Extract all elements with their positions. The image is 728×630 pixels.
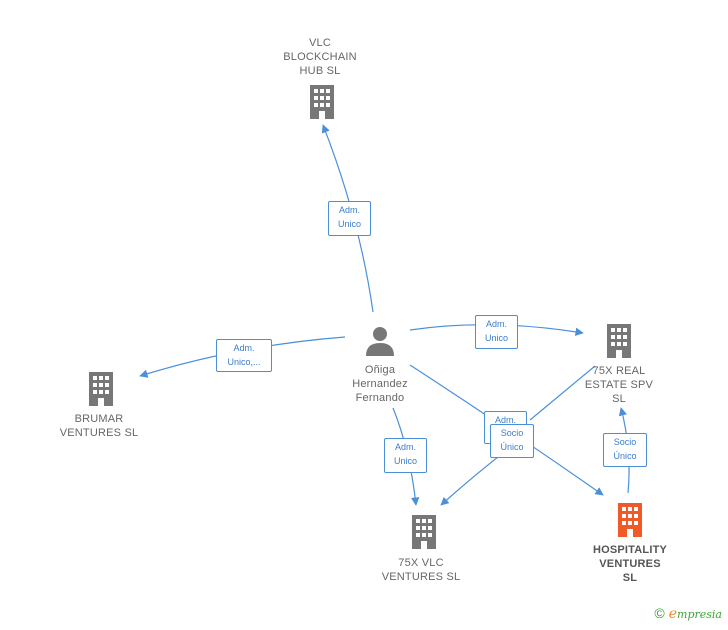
edge-label-to-vlc-ventures[interactable]: Adm. Unico — [384, 438, 427, 473]
edge-label-hosp-to-vlc[interactable]: Socio Único — [490, 424, 534, 458]
edge-label-to-real-estate[interactable]: Adm. Unico — [475, 315, 518, 349]
edge-line-hosp-link — [529, 365, 596, 421]
node-label-vlc-ventures[interactable]: 75X VLC VENTURES SL — [381, 557, 461, 583]
edge-label-to-blockchain[interactable]: Adm. Unico — [328, 201, 371, 236]
brand-logo: empresia — [668, 606, 722, 622]
building-icon — [89, 372, 113, 406]
building-icon — [607, 324, 631, 358]
node-label-person[interactable]: Oñiga Hernandez Fernando — [352, 364, 408, 404]
node-label-real-estate[interactable]: 75X REAL ESTATE SPV SL — [584, 365, 654, 405]
node-label-vlc-blockchain[interactable]: VLC BLOCKCHAIN HUB SL — [283, 37, 357, 77]
building-icon-focus — [618, 503, 642, 537]
node-label-brumar[interactable]: BRUMAR VENTURES SL — [59, 413, 139, 439]
edge-label-to-brumar[interactable]: Adm. Unico,... — [216, 339, 272, 372]
building-icon — [412, 515, 436, 549]
edge-label-hosp-to-real-estate[interactable]: Socio Único — [603, 433, 647, 467]
copyright-brand: ©empresia — [654, 605, 722, 622]
copyright-icon: © — [654, 605, 665, 621]
person-icon — [366, 327, 394, 356]
node-label-hospitality[interactable]: HOSPITALITY VENTURES SL — [592, 544, 668, 584]
building-icon — [310, 85, 334, 119]
